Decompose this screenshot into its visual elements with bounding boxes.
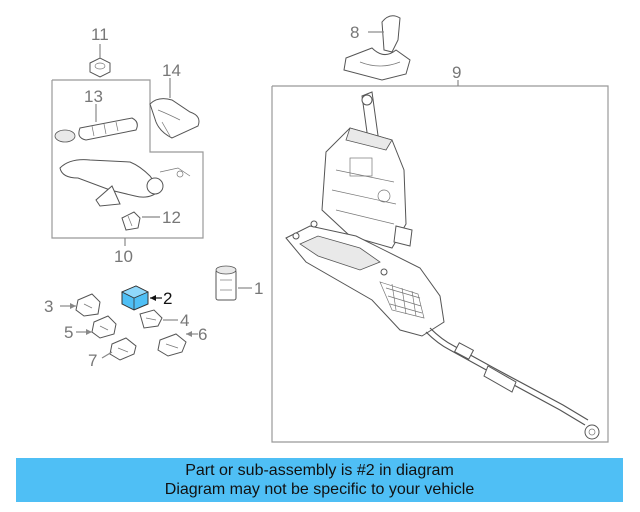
info-banner: Part or sub-assembly is #2 in diagram Di…	[16, 458, 623, 502]
part-7-cap[interactable]	[109, 337, 137, 361]
callout-5: 5	[64, 323, 73, 342]
callout-1: 1	[254, 279, 263, 298]
part-12-clip[interactable]	[121, 211, 141, 231]
callout-12: 12	[162, 208, 181, 227]
callout-6: 6	[198, 325, 207, 344]
part-4-cap[interactable]	[139, 309, 163, 329]
part-14-boot[interactable]	[149, 98, 200, 139]
part-6-cap[interactable]	[157, 333, 187, 357]
part-13-grip[interactable]	[54, 117, 138, 143]
callout-11: 11	[91, 25, 109, 44]
callout-2: 2	[163, 289, 172, 308]
part-3-cap[interactable]	[75, 293, 101, 317]
banner-line-2: Diagram may not be specific to your vehi…	[164, 481, 475, 498]
callout-3: 3	[44, 297, 53, 316]
shift-cable[interactable]	[425, 327, 600, 440]
part-1-switch[interactable]	[215, 265, 237, 301]
shifter-mechanism[interactable]	[321, 91, 413, 249]
callout-9: 9	[452, 63, 461, 82]
callout-10: 10	[114, 247, 133, 266]
shifter-base-plate[interactable]	[285, 220, 445, 337]
group-box-9	[271, 85, 609, 443]
callout-7: 7	[88, 351, 97, 370]
callout-14: 14	[162, 61, 181, 80]
group-box-10	[51, 79, 204, 239]
callout-13: 13	[84, 87, 103, 106]
part-8-shift-boot[interactable]	[343, 15, 411, 81]
part-2-highlighted[interactable]	[121, 285, 149, 311]
callout-4: 4	[180, 311, 189, 330]
parking-brake-lever[interactable]	[59, 159, 191, 207]
part-11-nut[interactable]	[89, 57, 111, 78]
callout-8: 8	[350, 23, 359, 42]
part-5-cap[interactable]	[91, 315, 117, 339]
banner-line-1: Part or sub-assembly is #2 in diagram	[185, 462, 454, 479]
